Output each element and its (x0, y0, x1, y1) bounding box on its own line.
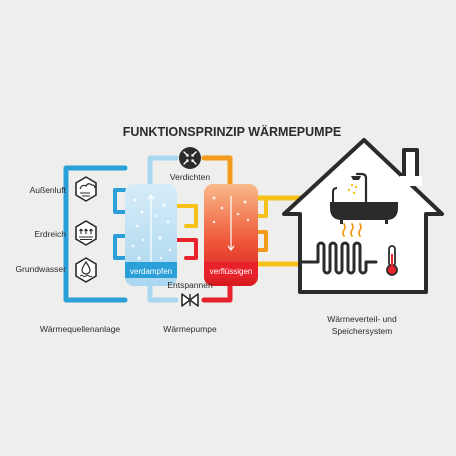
evaporator-tank: verdampfen (125, 184, 177, 286)
heating-loop-pipes (176, 195, 303, 267)
diagram-title: FUNKTIONSPRINZIP WÄRMEPUMPE (123, 124, 342, 139)
expansion-valve-icon (180, 292, 200, 308)
heat-waves-icon (342, 223, 362, 237)
house-caption-line2: Speichersystem (332, 326, 392, 336)
heat-pump-caption: Wärmepumpe (163, 324, 217, 334)
source-label-air: Außenluft (30, 185, 67, 195)
condenser-tank: verflüssigen (204, 184, 258, 286)
source-label-groundwater: Grundwasser (15, 264, 66, 274)
source-caption: Wärmequellenanlage (40, 324, 121, 334)
thermometer-icon (386, 245, 398, 276)
expansion-label: Entspannen (167, 280, 213, 290)
refrigerant-loop-pipes (147, 155, 233, 303)
cloud-wind-icon (75, 176, 97, 202)
shower-icon (347, 172, 368, 212)
condenser-label: verflüssigen (210, 267, 253, 276)
bathtub-icon (330, 187, 398, 224)
compressor-icon (179, 147, 201, 169)
radiator-coil-icon (298, 241, 378, 275)
compressor-label: Verdichten (170, 172, 210, 182)
water-drop-icon (75, 257, 97, 283)
evaporator-label: verdampfen (130, 267, 172, 276)
ground-heat-icon (75, 220, 97, 246)
source-loop-pipes (63, 165, 128, 303)
source-label-ground: Erdreich (34, 229, 66, 239)
house-caption-line1: Wärmeverteil- und (327, 314, 397, 324)
